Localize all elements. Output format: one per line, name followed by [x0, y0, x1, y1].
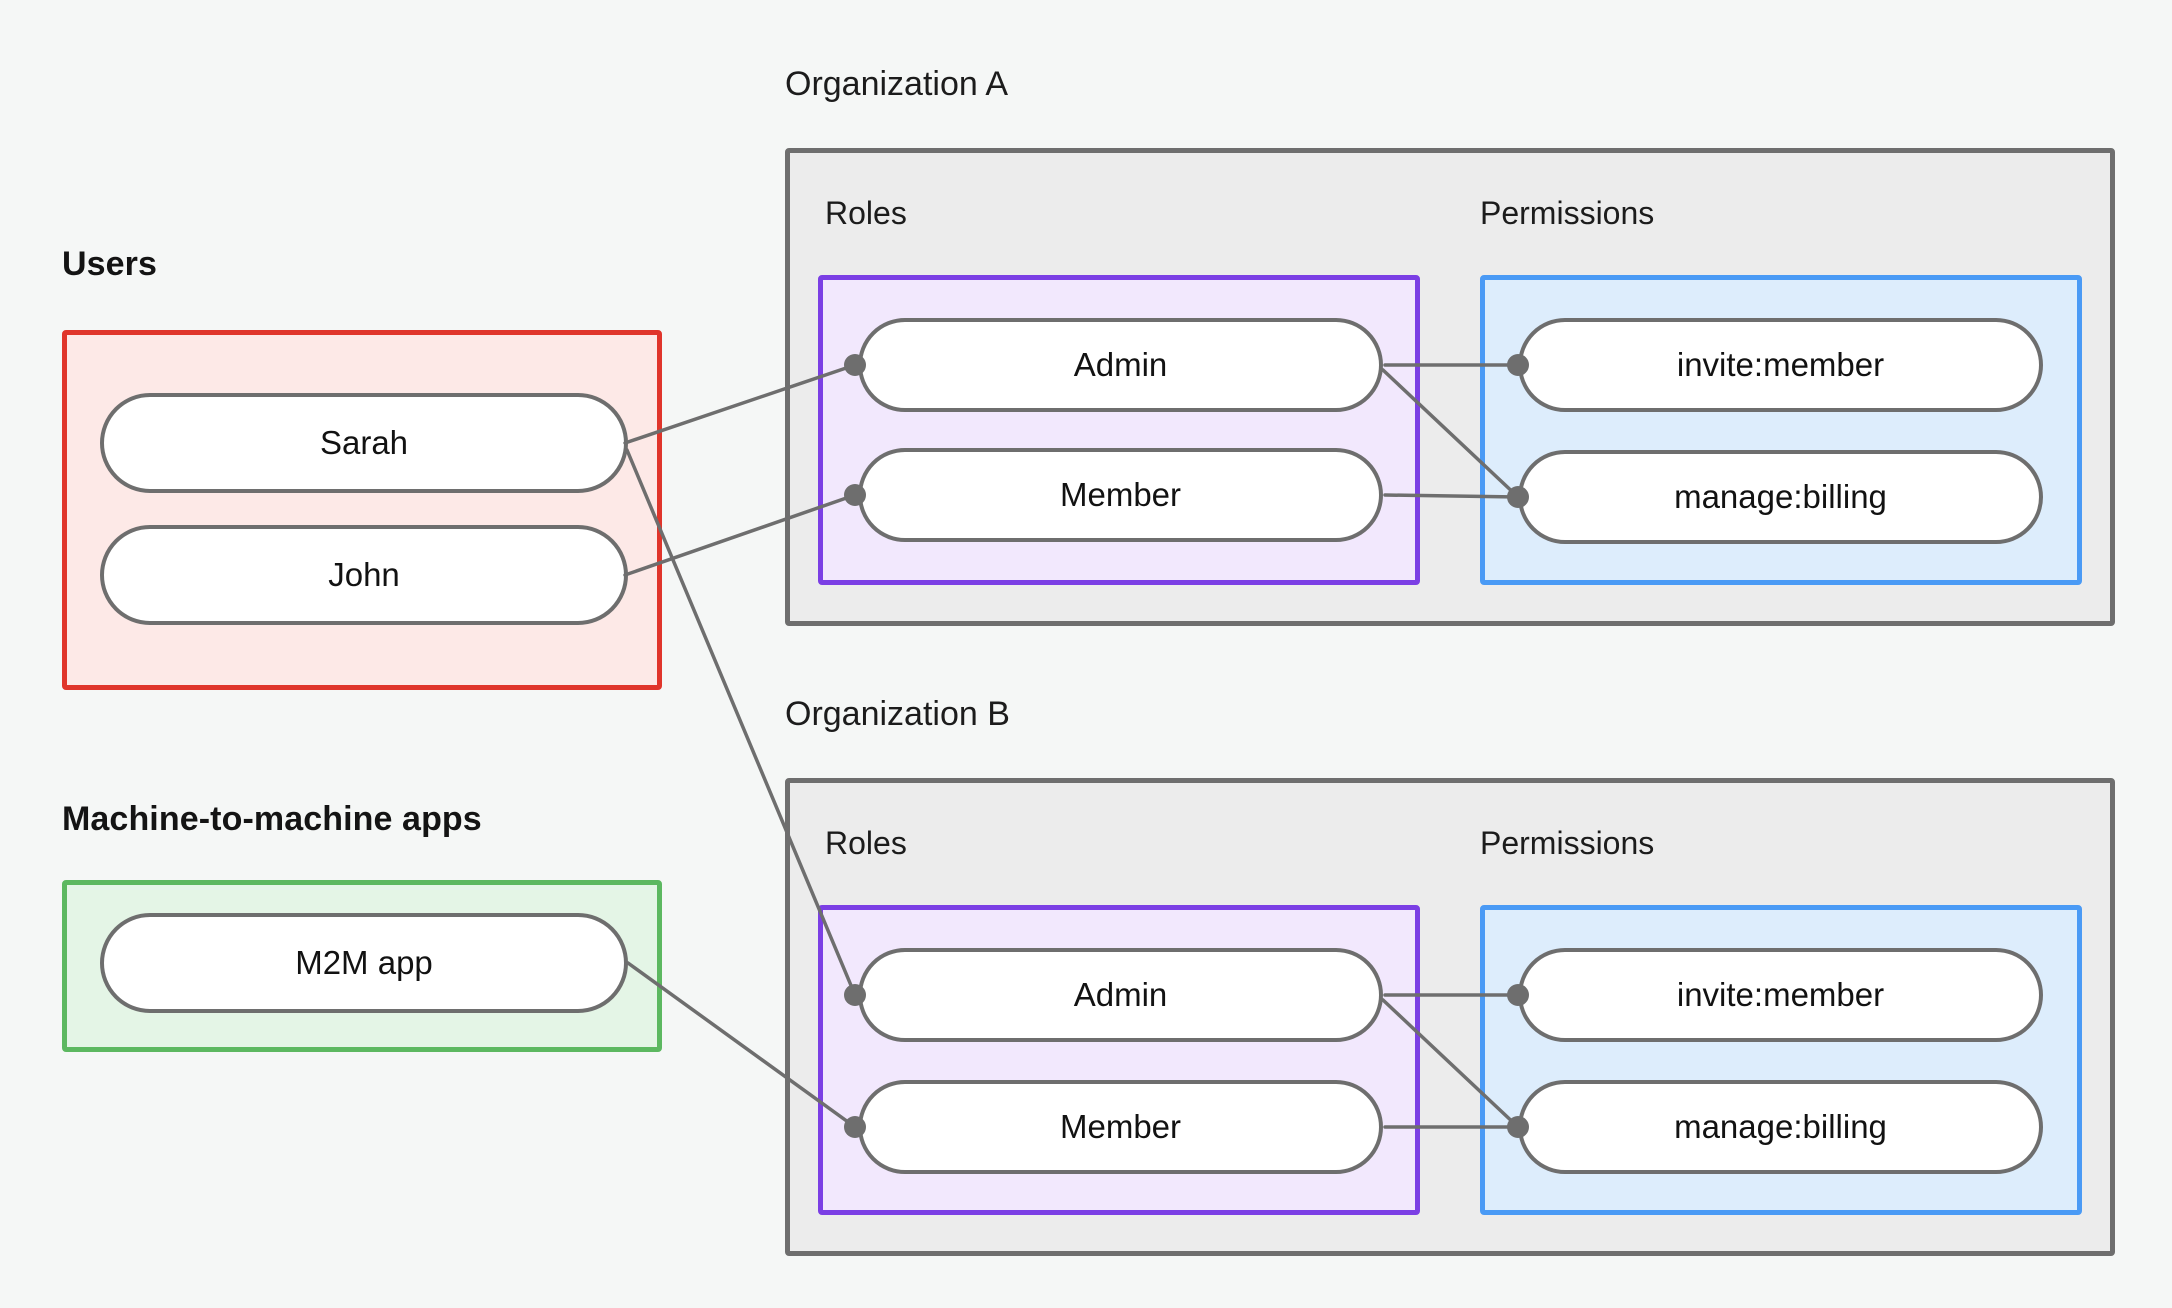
org-b-role-pill-member[interactable]: Member [858, 1080, 1383, 1174]
org-a-title: Organization A [785, 65, 1009, 103]
org-a-role-pill-member[interactable]: Member [858, 448, 1383, 542]
org-b-permissions-label: Permissions [1480, 825, 1655, 861]
org-b-title: Organization B [785, 695, 1010, 733]
org-a-permission-pill-manage-billing[interactable]: manage:billing [1518, 450, 2043, 544]
org-b-role-pill-admin[interactable]: Admin [858, 948, 1383, 1042]
user-pill-john[interactable]: John [100, 525, 628, 625]
org-a-permissions-label: Permissions [1480, 195, 1655, 231]
org-b-permission-pill-manage-billing[interactable]: manage:billing [1518, 1080, 2043, 1174]
org-b-roles-label: Roles [825, 825, 907, 861]
org-a-roles-label: Roles [825, 195, 907, 231]
org-a-role-pill-admin[interactable]: Admin [858, 318, 1383, 412]
user-pill-sarah[interactable]: Sarah [100, 393, 628, 493]
m2m-pill-app[interactable]: M2M app [100, 913, 628, 1013]
m2m-group-title: Machine-to-machine apps [62, 800, 482, 838]
users-container [62, 330, 662, 690]
users-group-title: Users [62, 245, 158, 283]
org-a-permission-pill-invite-member[interactable]: invite:member [1518, 318, 2043, 412]
org-b-permission-pill-invite-member[interactable]: invite:member [1518, 948, 2043, 1042]
